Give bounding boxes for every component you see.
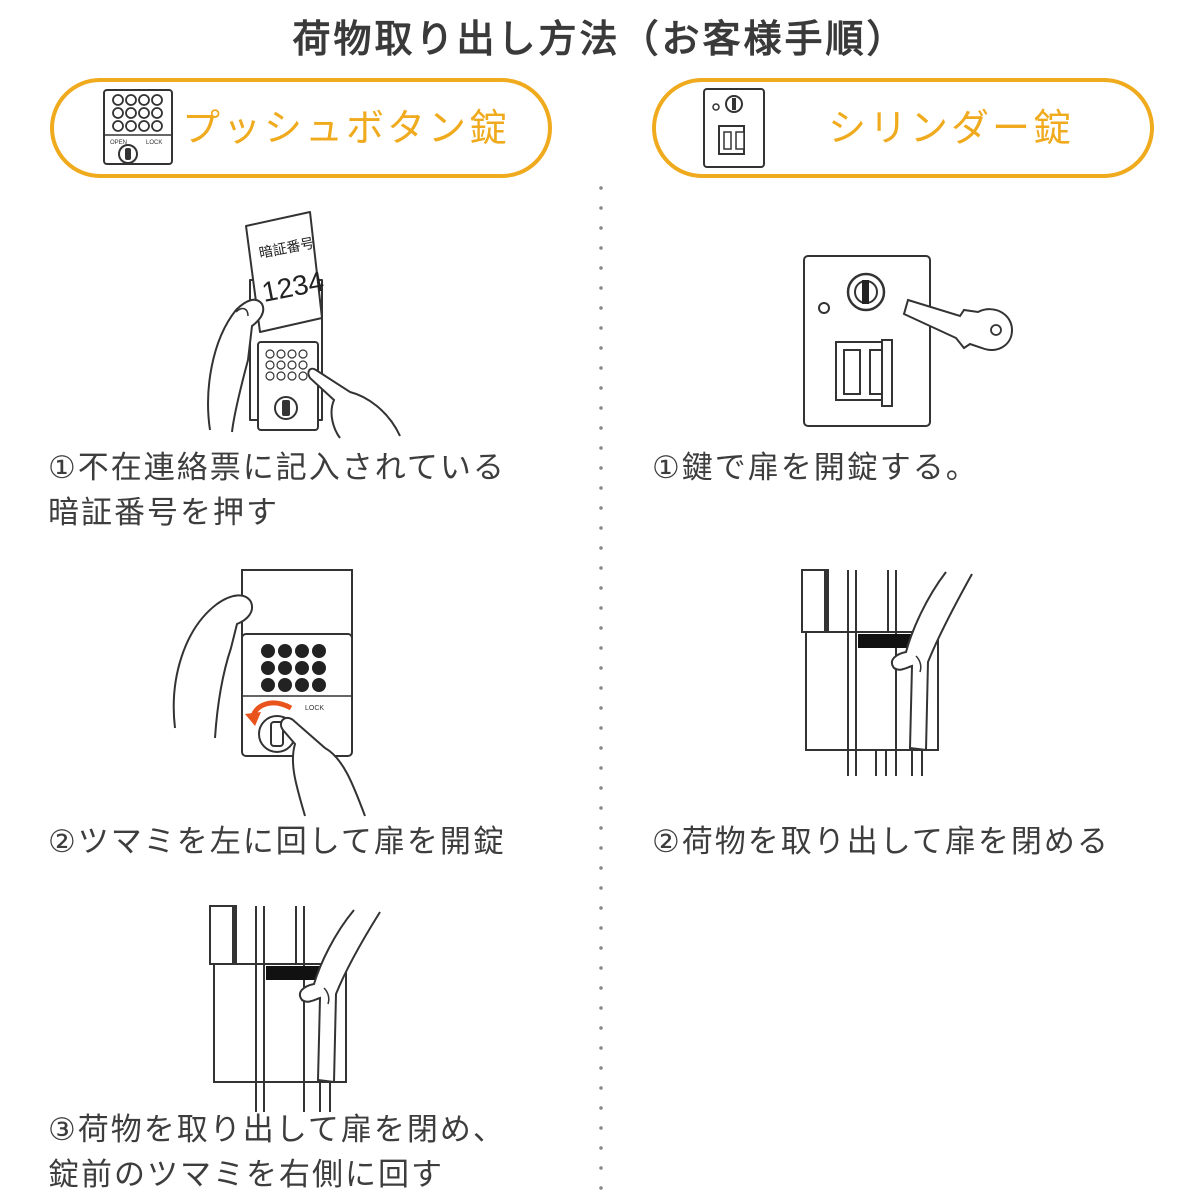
key-inserting-cylinder: [803, 255, 1014, 427]
icon-open-label: OPEN: [110, 140, 127, 146]
push-step-2-text: ②ツマミを左に回して扉を開錠: [48, 820, 506, 865]
push-step-2-line-1: ②ツマミを左に回して扉を開錠: [48, 824, 506, 860]
cylinder-step-1-line-1: ①鍵で扉を開錠する。: [652, 450, 979, 486]
push-button-lock-header: OPEN LOCK プッシュボタン錠: [50, 78, 552, 178]
hand-holding-notice-pressing-keypad: 暗証番号 1234: [207, 211, 401, 439]
hand-closing-door-left: [209, 905, 381, 1112]
cylinder-step-1-text: ①鍵で扉を開錠する。: [652, 446, 979, 491]
push-step-3-text: ③荷物を取り出して扉を閉め、 錠前のツマミを右側に回す: [48, 1108, 506, 1198]
push-step-3-line-1: ③荷物を取り出して扉を閉め、: [48, 1112, 506, 1148]
hand-closing-door-right: [801, 569, 973, 776]
push-step-1-line-1: ①不在連絡票に記入されている: [48, 450, 506, 486]
push-button-lock-icon: OPEN LOCK: [103, 89, 173, 165]
cylinder-step-2-text: ②荷物を取り出して扉を閉める: [652, 820, 1110, 865]
column-divider: [599, 178, 603, 1200]
page-title: 荷物取り出し方法（お客様手順）: [292, 17, 908, 61]
cylinder-lock-icon: [703, 88, 765, 168]
icon-lock-label: LOCK: [146, 140, 162, 146]
push-step-3-line-2: 錠前のツマミを右側に回す: [48, 1157, 444, 1193]
lock-label: LOCK: [305, 705, 324, 712]
cylinder-step-2-line-1: ②荷物を取り出して扉を閉める: [652, 824, 1110, 860]
push-step-1-line-2: 暗証番号を押す: [48, 495, 279, 531]
hand-turning-knob-left: LOCK: [172, 569, 366, 817]
push-step-1-text: ①不在連絡票に記入されている 暗証番号を押す: [48, 446, 506, 536]
cylinder-lock-label: シリンダー錠: [828, 106, 1075, 150]
push-button-lock-label: プッシュボタン錠: [182, 106, 511, 150]
cylinder-lock-header: シリンダー錠: [652, 78, 1154, 178]
